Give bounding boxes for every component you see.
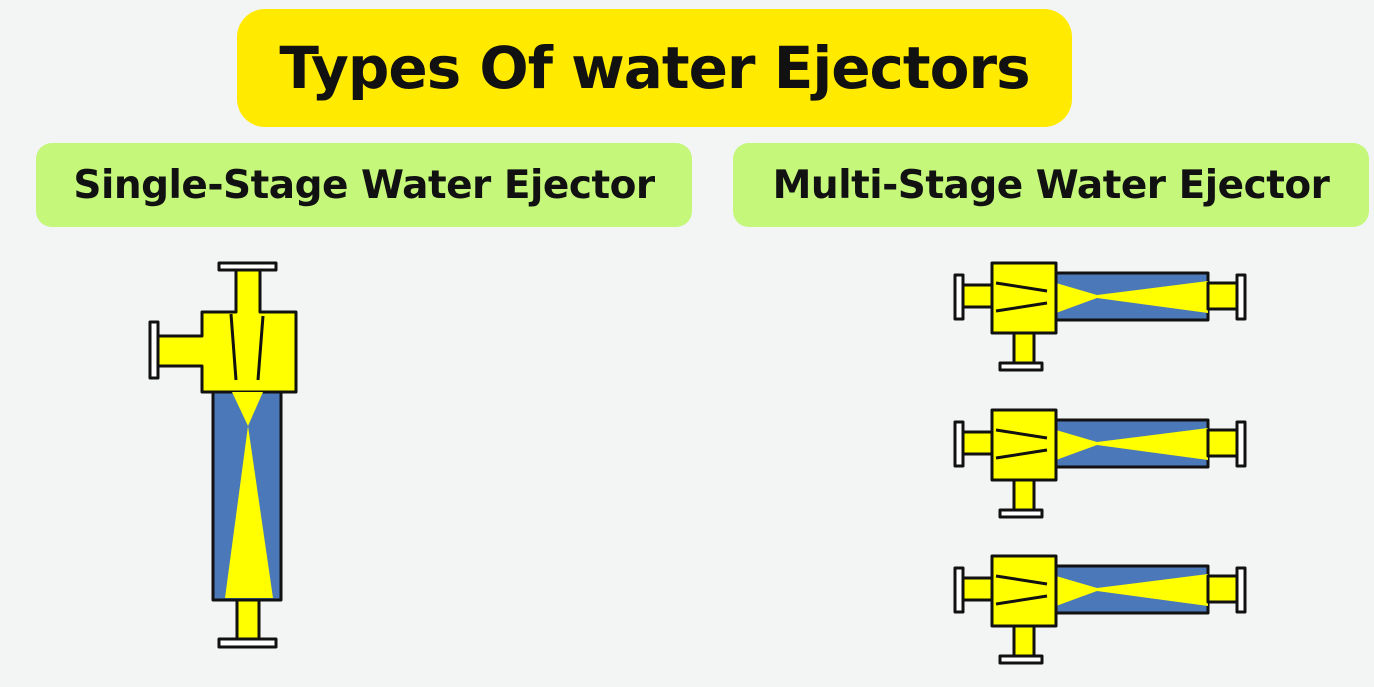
multi-stage-heading: Multi-Stage Water Ejector [733,143,1369,227]
title-banner: Types Of water Ejectors [237,9,1072,127]
single-stage-heading: Single-Stage Water Ejector [36,143,692,227]
single-stage-label: Single-Stage Water Ejector [73,162,655,208]
single-stage-ejector-icon [148,261,298,649]
multi-stage-label: Multi-Stage Water Ejector [772,162,1330,208]
page-title: Types Of water Ejectors [279,34,1030,102]
multi-stage-ejector-icon [953,261,1247,665]
